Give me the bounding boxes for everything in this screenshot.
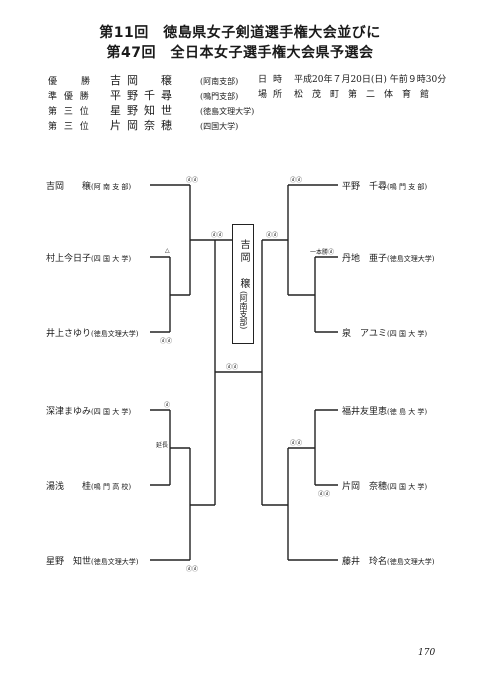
result-name: 星野知世 <box>110 104 178 117</box>
result-row: 第 三 位 星野知世 (徳島文理大学) <box>48 102 254 118</box>
player-left-1: 吉岡 穣(阿 南 支 部) <box>46 179 131 192</box>
player-affil: (四 国 大 学) <box>91 408 132 416</box>
player-affil: (阿 南 支 部) <box>91 183 132 191</box>
player-name: 丹地 亜子 <box>342 254 388 264</box>
result-rank: 第 三 位 <box>48 122 91 132</box>
champion-affil: (阿南支部) <box>239 290 248 330</box>
player-affil: (鳴 門 高 校) <box>91 483 132 491</box>
player-name: 藤井 玲名 <box>342 557 388 567</box>
player-affil: (鳴 門 支 部) <box>387 183 428 191</box>
player-name: 湯浅 桂 <box>46 482 92 492</box>
title-line-2: 第47回 全日本女子選手権大会県予選会 <box>106 45 374 61</box>
result-rank: 準 優 勝 <box>48 92 91 102</box>
player-name: 星野 知世 <box>46 557 92 567</box>
win-mark: ⓓⓓ <box>226 364 239 371</box>
result-row: 準 優 勝 平野千尋 (鳴門支部) <box>48 87 238 103</box>
ippon-mark: 一本勝ⓓ <box>310 249 335 256</box>
win-mark: ⓓⓓ <box>211 232 224 239</box>
player-right-4: 福井友里恵(徳 島 大 学) <box>342 404 427 417</box>
player-affil: (徳島文理大学) <box>91 558 139 566</box>
win-mark: ⓓⓓ <box>318 491 331 498</box>
player-name: 吉岡 穣 <box>46 182 92 192</box>
win-mark: ⓓⓓ <box>186 177 199 184</box>
triangle-mark: △ <box>165 247 170 254</box>
player-left-3: 井上さゆり(徳島文理大学) <box>46 326 138 339</box>
result-name: 吉岡 穣 <box>110 74 178 87</box>
player-right-5: 片岡 奈穂(四 国 大 学) <box>342 479 427 492</box>
page-number: 170 <box>418 648 436 658</box>
extension-mark: 延長 <box>156 442 169 449</box>
result-row: 優 勝 吉岡 穣 (阿南支部) <box>48 72 238 88</box>
result-rank: 優 勝 <box>48 77 93 87</box>
player-affil: (四 国 大 学) <box>91 255 132 263</box>
player-name: 井上さゆり <box>46 329 92 339</box>
player-affil: (徳島文理大学) <box>91 330 139 338</box>
result-affil: (四国大学) <box>200 122 239 131</box>
champion-box: 吉岡 穣(阿南支部) <box>232 224 254 344</box>
win-mark: ⓓⓓ <box>186 566 199 573</box>
date-value: 平成20年７月20日(日) 午前９時30分 <box>294 75 447 85</box>
player-right-2: 丹地 亜子(徳島文理大学) <box>342 251 434 264</box>
result-name: 片岡奈穂 <box>110 119 178 132</box>
result-affil: (徳島文理大学) <box>200 107 255 116</box>
player-name: 平野 千尋 <box>342 182 388 192</box>
date-label: 日時 <box>258 75 289 85</box>
win-mark: ⓓⓓ <box>160 338 173 345</box>
player-left-5: 湯浅 桂(鳴 門 高 校) <box>46 479 131 492</box>
player-right-6: 藤井 玲名(徳島文理大学) <box>342 554 434 567</box>
player-affil: (徳 島 大 学) <box>387 408 428 416</box>
result-affil: (阿南支部) <box>200 77 239 86</box>
win-mark: ⓓⓓ <box>266 232 279 239</box>
place-label: 場所 <box>258 90 289 100</box>
player-affil: (徳島文理大学) <box>387 255 435 263</box>
place-value: 松 茂 町 第 二 体 育 館 <box>294 90 430 100</box>
player-name: 村上今日子 <box>46 254 92 264</box>
result-rank: 第 三 位 <box>48 107 91 117</box>
result-row: 第 三 位 片岡奈穂 (四国大学) <box>48 117 238 133</box>
player-affil: (四 国 大 学) <box>387 330 428 338</box>
player-left-2: 村上今日子(四 国 大 学) <box>46 251 131 264</box>
win-mark: ⓓⓓ <box>290 177 303 184</box>
player-left-4: 深津まゆみ(四 国 大 学) <box>46 404 131 417</box>
champion-name: 吉岡 穣 <box>238 238 249 291</box>
event-date: 日時平成20年７月20日(日) 午前９時30分 <box>258 72 446 85</box>
win-mark: ⓓ <box>164 402 171 409</box>
player-name: 片岡 奈穂 <box>342 482 388 492</box>
player-name: 深津まゆみ <box>46 407 92 417</box>
player-name: 福井友里恵 <box>342 407 388 417</box>
player-affil: (四 国 大 学) <box>387 483 428 491</box>
title-line-1: 第11回 徳島県女子剣道選手権大会並びに <box>99 25 381 41</box>
event-place: 場所松 茂 町 第 二 体 育 館 <box>258 87 429 100</box>
player-name: 泉 アユミ <box>342 329 388 339</box>
result-name: 平野千尋 <box>110 89 178 102</box>
player-right-3: 泉 アユミ(四 国 大 学) <box>342 326 427 339</box>
result-affil: (鳴門支部) <box>200 92 239 101</box>
win-mark: ⓓⓓ <box>290 440 303 447</box>
player-left-6: 星野 知世(徳島文理大学) <box>46 554 138 567</box>
player-affil: (徳島文理大学) <box>387 558 435 566</box>
player-right-1: 平野 千尋(鳴 門 支 部) <box>342 179 427 192</box>
